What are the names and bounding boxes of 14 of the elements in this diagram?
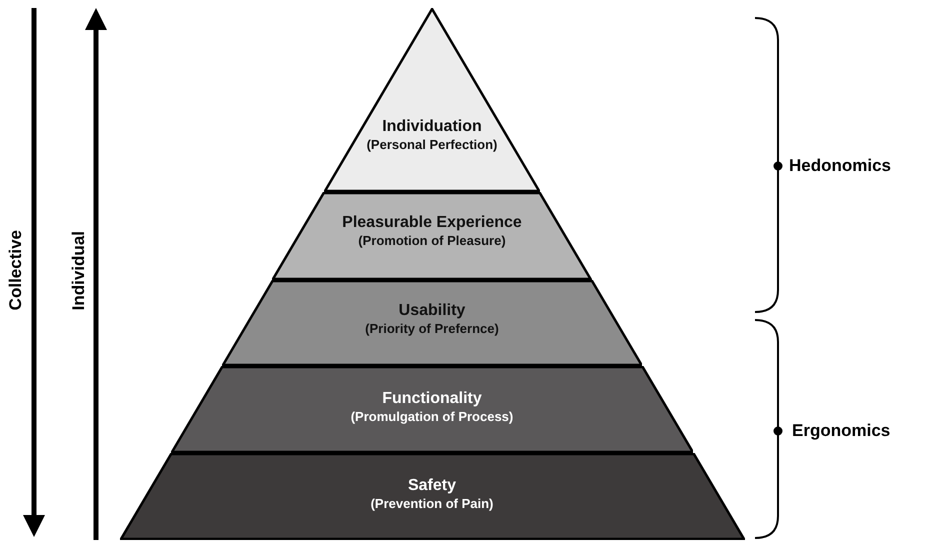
tier-subtitle: (Prevention of Pain) — [370, 496, 494, 511]
bracket-label: Ergonomics — [792, 421, 890, 441]
tier-subtitle: (Personal Perfection) — [366, 137, 498, 152]
tier-title: Individuation — [382, 118, 482, 136]
tier-title: Usability — [398, 302, 466, 320]
tier-subtitle: (Promulgation of Process) — [350, 409, 514, 424]
tier-title: Functionality — [382, 390, 482, 408]
axis-label: Individual — [69, 230, 89, 310]
bracket-label: Hedonomics — [789, 156, 892, 176]
tier-subtitle: (Promotion of Pleasure) — [358, 233, 506, 248]
tier-title: Pleasurable Experience — [342, 214, 522, 232]
axis-label: Collective — [6, 230, 26, 310]
tier-title: Safety — [408, 477, 456, 495]
tier-subtitle: (Priority of Prefernce) — [365, 321, 499, 336]
